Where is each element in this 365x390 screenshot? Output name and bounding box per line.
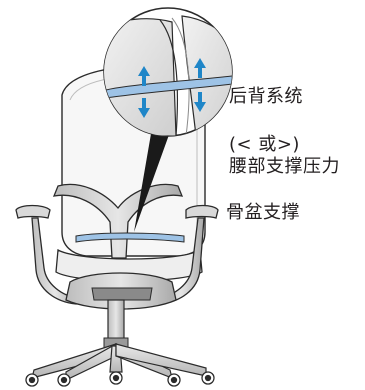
- pelvic-support-label: 骨盆支撑: [226, 202, 300, 223]
- caster-3: [109, 371, 123, 385]
- backrest-system-label: 后背系统: [229, 86, 303, 107]
- caster-5: [201, 371, 215, 385]
- chair-base: [31, 342, 207, 381]
- down-arrow-icon: [194, 92, 206, 112]
- caster-1: [25, 373, 39, 387]
- zoom-pointer: [134, 128, 170, 232]
- up-arrow-icon: [194, 58, 206, 78]
- up-arrow-icon: [138, 66, 150, 86]
- gas-cylinder: [103, 299, 129, 349]
- lumbar-adjust-note: (< 或>): [229, 134, 300, 155]
- lumbar-band: [75, 232, 185, 243]
- seat-mechanism: [65, 272, 177, 310]
- caster-4: [167, 373, 181, 387]
- backrest-spine: [52, 183, 184, 259]
- zoom-detail: [103, 7, 233, 137]
- lumbar-support-label: 腰部支撑压力: [229, 156, 340, 177]
- caster-2: [57, 373, 71, 387]
- casters: [25, 371, 215, 387]
- down-arrow-icon: [138, 98, 150, 118]
